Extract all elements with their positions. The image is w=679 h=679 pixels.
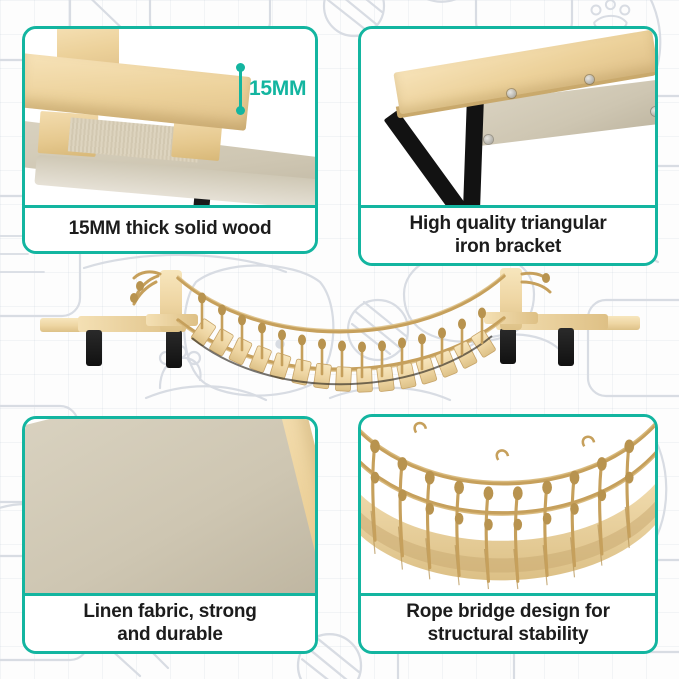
- measurement-line-icon: [236, 63, 245, 115]
- caption-line: Linen fabric, strong: [83, 601, 257, 623]
- hero-left-mount: [40, 270, 198, 368]
- panel-caption-linen-fabric: Linen fabric, strong and durable: [25, 593, 315, 651]
- caption-line: and durable: [117, 623, 223, 645]
- screw-icon: [585, 75, 594, 84]
- linen-fabric-shape: [25, 419, 315, 593]
- caption-line: High quality triangular: [409, 213, 607, 235]
- screw-icon: [507, 89, 516, 98]
- feature-panel-linen-fabric: Linen fabric, strong and durable: [22, 416, 318, 654]
- measurement-callout: 15MM: [236, 63, 315, 115]
- panel-image-iron-bracket: [361, 29, 655, 205]
- caption-line: structural stability: [427, 623, 589, 645]
- rope-bridge-closeup-art: [361, 417, 655, 593]
- caption-text: Rope bridge design for structural stabil…: [406, 601, 610, 645]
- feature-panel-iron-bracket: High quality triangular iron bracket: [358, 26, 658, 266]
- hero-product-image: [0, 258, 679, 418]
- caption-line: iron bracket: [454, 235, 562, 257]
- caption-text: High quality triangular iron bracket: [409, 213, 606, 257]
- panel-caption-thick-solid-wood: 15MM thick solid wood: [25, 205, 315, 251]
- screw-icon: [651, 107, 655, 116]
- feature-panel-thick-solid-wood: 15MM 15MM thick solid wood: [22, 26, 318, 254]
- panel-image-thick-solid-wood: 15MM: [25, 29, 315, 205]
- panel-caption-iron-bracket: High quality triangular iron bracket: [361, 205, 655, 263]
- caption-line: 15MM thick solid wood: [68, 218, 272, 240]
- panel-image-rope-bridge-design: [361, 417, 655, 593]
- hero-right-mount: [484, 268, 640, 366]
- panel-image-linen-fabric: [25, 419, 315, 593]
- caption-text: Linen fabric, strong and durable: [83, 601, 257, 645]
- panel-caption-rope-bridge-design: Rope bridge design for structural stabil…: [361, 593, 655, 651]
- screw-icon: [484, 135, 493, 144]
- measurement-label: 15MM: [249, 77, 307, 100]
- caption-line: Rope bridge design for: [406, 601, 610, 623]
- bridge-leg-shape: [191, 198, 211, 205]
- hero-deck: [190, 292, 496, 393]
- feature-panel-rope-bridge-design: Rope bridge design for structural stabil…: [358, 414, 658, 654]
